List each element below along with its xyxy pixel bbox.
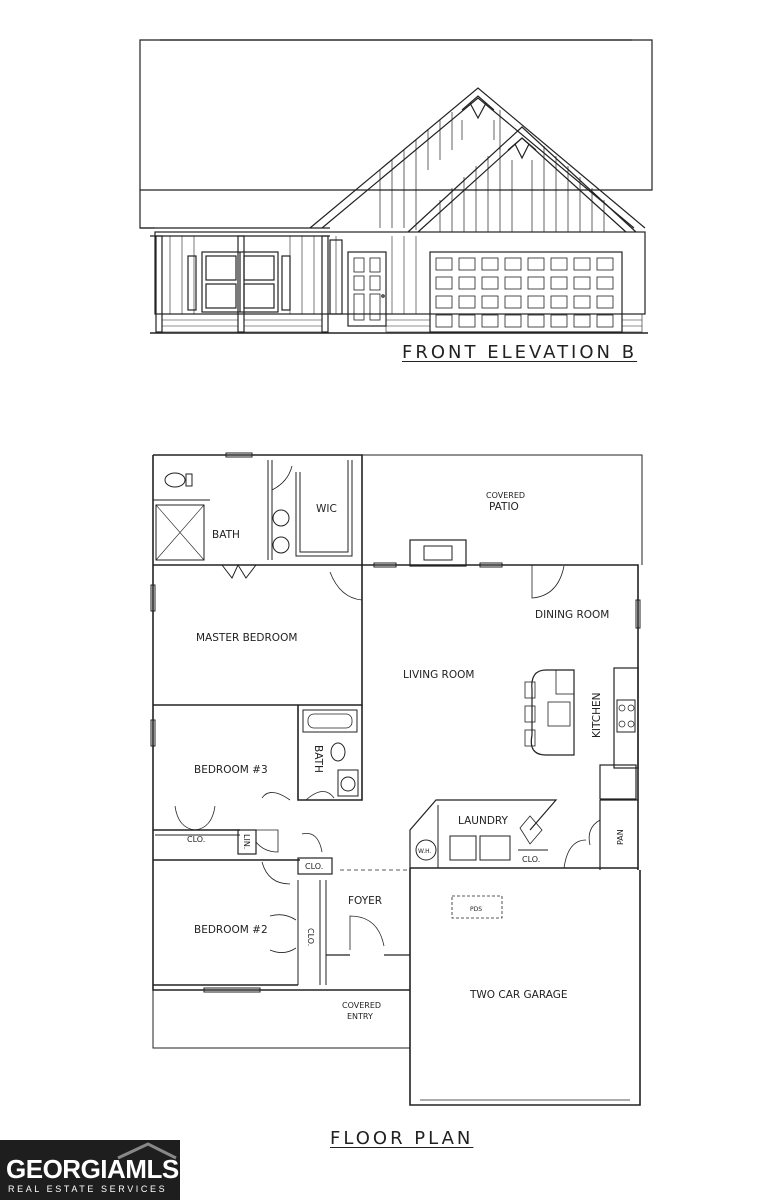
brick-base bbox=[161, 313, 643, 333]
label-foyer: FOYER bbox=[348, 895, 382, 907]
front-elevation-caption: FRONT ELEVATION B bbox=[402, 342, 638, 363]
label-bedroom-3: BEDROOM #3 bbox=[194, 764, 268, 776]
label-bath-hall: BATH bbox=[312, 745, 324, 773]
label-lin: LIN. bbox=[242, 834, 251, 849]
pds-box bbox=[451, 895, 503, 919]
garage-door bbox=[429, 251, 623, 333]
fireplace bbox=[409, 539, 467, 567]
label-clo-hall: CLO. bbox=[305, 862, 323, 871]
roof-icon bbox=[117, 1142, 177, 1160]
label-covered-patio-1: COVERED bbox=[486, 491, 525, 500]
label-pds: PDS bbox=[470, 906, 482, 913]
label-two-car-garage: TWO CAR GARAGE bbox=[469, 989, 568, 1001]
label-dining-room: DINING ROOM bbox=[535, 609, 609, 621]
label-master-bedroom: MASTER BEDROOM bbox=[196, 632, 297, 644]
main-roof bbox=[139, 39, 653, 191]
front-elevation-drawing bbox=[139, 39, 653, 334]
floor-plan-drawing: COVERED PATIO BATH WIC MASTER BEDROOM DI… bbox=[150, 452, 643, 1106]
logo-tagline: REAL ESTATE SERVICES bbox=[8, 1184, 168, 1194]
label-bath-master: BATH bbox=[212, 529, 240, 541]
label-bedroom-2: BEDROOM #2 bbox=[194, 924, 268, 936]
label-living-room: LIVING ROOM bbox=[403, 669, 474, 681]
label-pan: PAN bbox=[616, 829, 625, 845]
label-clo-bed2: CLO. bbox=[306, 928, 315, 946]
label-covered-patio-2: PATIO bbox=[489, 501, 519, 513]
logo-wordmark: GEORGIAMLS bbox=[6, 1154, 179, 1184]
label-covered-entry-1: COVERED bbox=[342, 1001, 381, 1010]
georgiamls-logo: GEORGIAMLS REAL ESTATE SERVICES bbox=[0, 1140, 180, 1200]
label-covered-entry-2: ENTRY bbox=[347, 1012, 373, 1021]
front-door bbox=[347, 251, 387, 327]
floor-plan-caption: FLOOR PLAN bbox=[330, 1128, 474, 1149]
label-kitchen: KITCHEN bbox=[591, 693, 603, 739]
label-clo-bed3: CLO. bbox=[187, 835, 205, 844]
kitchen-island bbox=[530, 669, 575, 756]
main-gable bbox=[309, 87, 646, 229]
label-clo-laundry: CLO. bbox=[522, 855, 540, 864]
label-wic: WIC bbox=[316, 503, 337, 515]
exterior-walls bbox=[152, 454, 641, 1106]
garage-gable bbox=[407, 126, 637, 233]
label-wh: W.H. bbox=[418, 848, 432, 855]
label-laundry: LAUNDRY bbox=[458, 815, 509, 827]
